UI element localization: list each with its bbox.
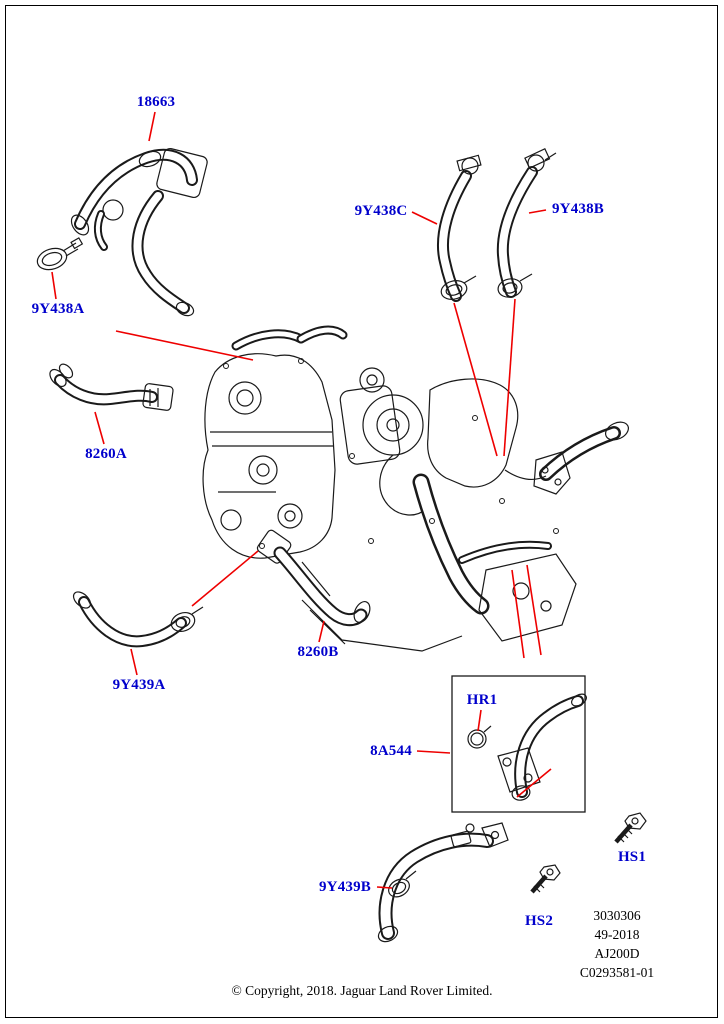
leader-8260B bbox=[318, 620, 325, 643]
part-label-8260B[interactable]: 8260B bbox=[297, 644, 339, 660]
leader-9Y439B bbox=[376, 886, 393, 889]
leader-hose-to-engine bbox=[191, 550, 259, 607]
hose-9Y439A-drawing bbox=[72, 591, 204, 648]
part-label-9Y439B[interactable]: 9Y439B bbox=[318, 879, 372, 895]
part-label-9Y438A[interactable]: 9Y438A bbox=[31, 301, 85, 317]
doc-issue: 49-2018 bbox=[594, 927, 640, 942]
hose-8260A-drawing bbox=[49, 363, 174, 411]
leader-lines bbox=[51, 111, 552, 889]
part-label-9Y438B[interactable]: 9Y438B bbox=[551, 201, 605, 217]
clamp-9Y438A-drawing bbox=[36, 237, 84, 271]
bolt-HS2-drawing bbox=[530, 864, 561, 894]
leader-engine-to-box-2 bbox=[526, 564, 542, 656]
leader-9Y439A bbox=[130, 648, 138, 676]
leader-9Y438A bbox=[51, 271, 57, 300]
hose-9Y439B-drawing bbox=[377, 822, 509, 943]
leader-inside-box bbox=[516, 768, 552, 798]
leader-assembly-to-engine bbox=[115, 330, 254, 361]
leader-8A544 bbox=[416, 750, 451, 754]
doc-info-block: 3030306 49-2018 AJ200D C0293581-01 bbox=[558, 906, 676, 982]
leader-9Y438C-to-engine bbox=[453, 302, 498, 457]
part-label-18663[interactable]: 18663 bbox=[136, 94, 176, 110]
hose-8260B-drawing bbox=[256, 529, 371, 627]
copyright-text: © Copyright, 2018. Jaguar Land Rover Lim… bbox=[231, 983, 493, 998]
leader-HR1 bbox=[477, 709, 482, 732]
part-label-9Y439A[interactable]: 9Y439A bbox=[112, 677, 166, 693]
leader-8260A bbox=[94, 411, 105, 445]
part-label-9Y438C[interactable]: 9Y438C bbox=[354, 203, 408, 219]
leader-9Y438C bbox=[411, 211, 438, 225]
doc-number: 3030306 bbox=[593, 908, 641, 923]
doc-engine: AJ200D bbox=[594, 946, 640, 961]
leader-9Y438B bbox=[528, 209, 547, 214]
leader-9Y438B-to-engine bbox=[503, 298, 516, 457]
clamp-HR1-drawing bbox=[467, 725, 492, 749]
leader-engine-to-box-1 bbox=[511, 569, 525, 659]
engine-assembly-drawing bbox=[202, 325, 629, 652]
part-label-HS1[interactable]: HS1 bbox=[617, 849, 647, 865]
pipe-8A544-drawing bbox=[451, 675, 587, 813]
doc-reference: C0293581-01 bbox=[579, 965, 655, 980]
hose-9Y438B-drawing bbox=[496, 148, 557, 298]
part-label-HR1[interactable]: HR1 bbox=[466, 692, 498, 708]
bolt-HS1-drawing bbox=[614, 812, 647, 844]
part-label-8A544[interactable]: 8A544 bbox=[370, 743, 412, 759]
part-label-8260A[interactable]: 8260A bbox=[85, 446, 127, 462]
hose-18663-drawing bbox=[70, 147, 208, 317]
part-label-HS2[interactable]: HS2 bbox=[524, 913, 554, 929]
hose-9Y438C-drawing bbox=[436, 154, 482, 302]
leader-18663 bbox=[148, 111, 156, 142]
